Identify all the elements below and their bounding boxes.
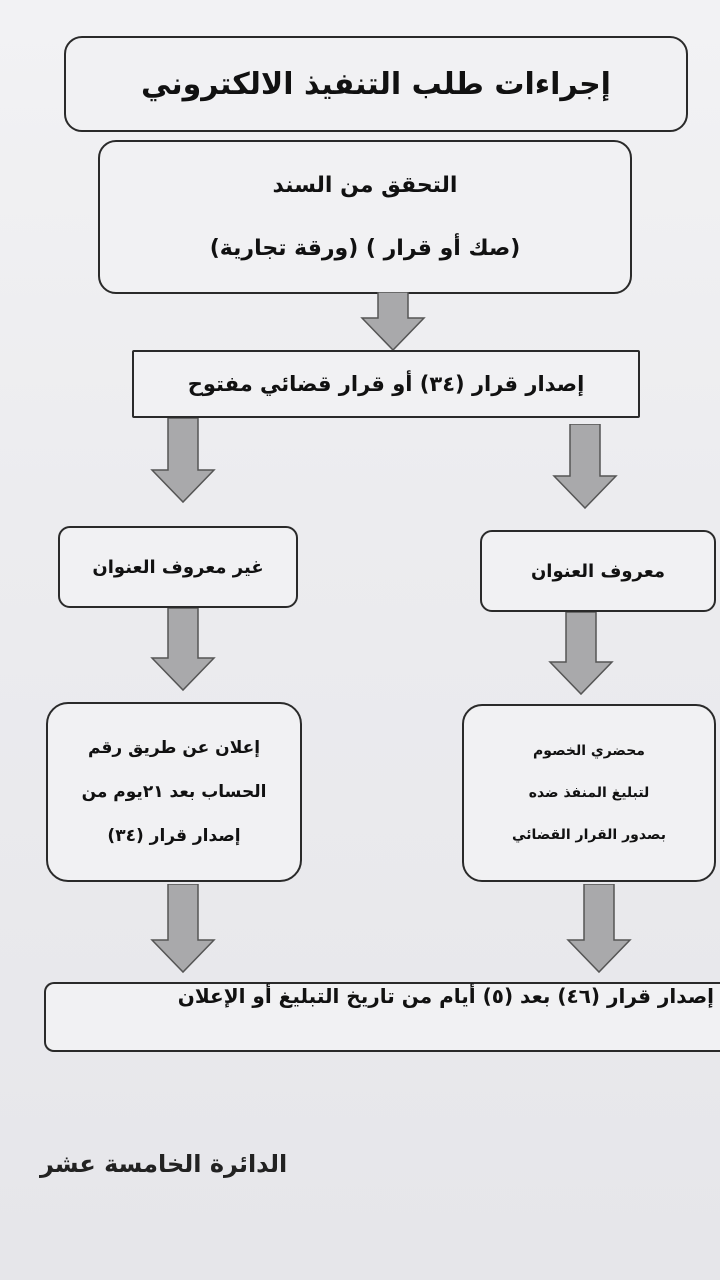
issue-decision-46-label: إصدار قرار (٤٦) بعد (٥) أيام من تاريخ ال… [177,984,714,1008]
down-arrow-icon [150,418,216,504]
announcement-line-2: الحساب بعد ٢١يوم من [81,782,267,802]
flowchart-title-box: إجراءات طلب التنفيذ الالكتروني [64,36,688,132]
down-arrow-icon [548,612,614,696]
bailiff-line-2: لتبليغ المنفذ ضده [528,785,650,801]
flowchart-title: إجراءات طلب التنفيذ الالكتروني [141,66,611,102]
issue-decision-34-label: إصدار قرار (٣٤) أو قرار قضائي مفتوح [187,372,585,396]
bailiff-line-1: محضري الخصوم [533,743,645,759]
known-address-box: معروف العنوان [480,530,716,612]
announcement-via-account-box: إعلان عن طريق رقم الحساب بعد ٢١يوم من إص… [46,702,302,882]
announcement-line-1: إعلان عن طريق رقم [87,738,261,758]
verify-document-label: التحقق من السند [272,173,458,198]
known-address-label: معروف العنوان [530,560,666,582]
bailiff-notification-box: محضري الخصوم لتبليغ المنفذ ضده بصدور الق… [462,704,716,882]
down-arrow-icon [552,424,618,510]
down-arrow-icon [150,608,216,692]
department-footer: الدائرة الخامسة عشر [40,1150,288,1178]
unknown-address-box: غير معروف العنوان [58,526,298,608]
verify-document-box: التحقق من السند (صك أو قرار ) (ورقة تجار… [98,140,632,294]
unknown-address-label: غير معروف العنوان [92,556,264,578]
issue-decision-46-box: إصدار قرار (٤٦) بعد (٥) أيام من تاريخ ال… [44,982,720,1052]
down-arrow-icon [360,292,426,352]
down-arrow-icon [566,884,632,974]
bailiff-line-3: بصدور القرار القضائي [512,827,666,843]
document-types-label: (صك أو قرار ) (ورقة تجارية) [209,236,521,261]
down-arrow-icon [150,884,216,974]
issue-decision-34-box: إصدار قرار (٣٤) أو قرار قضائي مفتوح [132,350,640,418]
announcement-line-3: إصدار قرار (٣٤) [107,826,241,846]
